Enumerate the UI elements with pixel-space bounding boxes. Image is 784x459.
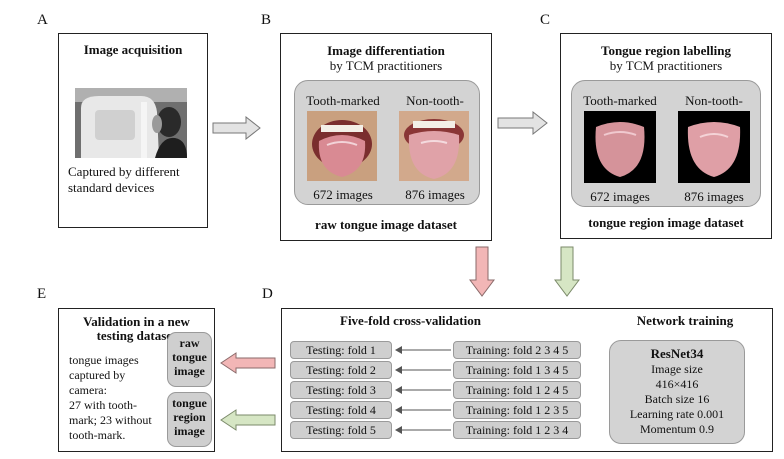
tongue-region-image-tag: tongue region image xyxy=(167,392,212,447)
fold-arrow-4 xyxy=(395,406,451,414)
training-folds-3: Training: fold 1 2 4 5 xyxy=(453,381,581,399)
tag1-line2: tongue xyxy=(172,350,207,364)
acquisition-device-photo xyxy=(75,88,187,158)
panel-e-title-line2: testing dataset xyxy=(96,328,177,343)
panel-a-caption-line1: Captured by different xyxy=(68,164,180,179)
panel-b-left-count: 672 images xyxy=(313,187,373,202)
panel-e-text-line-2: captured by xyxy=(69,368,126,382)
panel-e: Validation in a new testing dataset tong… xyxy=(58,308,215,452)
panel-e-text-line-6: tooth-mark. xyxy=(69,428,126,442)
panel-d: Five-fold cross-validation Network train… xyxy=(281,308,773,452)
fold-arrow-3 xyxy=(395,386,451,394)
panel-letter-a: A xyxy=(37,12,48,28)
panel-e-text-line-1: tongue images xyxy=(69,353,139,367)
panel-c-left-label: Tooth-marked xyxy=(583,93,657,108)
testing-fold-5: Testing: fold 5 xyxy=(290,421,392,439)
raw-tongue-image-tag: raw tongue image xyxy=(167,332,212,387)
panel-b-footer: raw tongue image dataset xyxy=(315,217,457,232)
network-name: ResNet34 xyxy=(650,346,704,361)
arrow-c-to-d xyxy=(554,246,580,297)
panel-c-title: Tongue region labelling xyxy=(600,43,732,58)
panel-letter-b: B xyxy=(261,12,272,28)
arrow-b-to-c xyxy=(497,111,548,135)
tag1-line1: raw xyxy=(179,336,200,350)
testing-fold-4: Testing: fold 4 xyxy=(290,401,392,419)
panel-e-title-line1: Validation in a new xyxy=(83,314,190,329)
tooth-marked-region-photo xyxy=(584,111,656,183)
network-momentum: Momentum 0.9 xyxy=(640,422,714,436)
network-image-size-value: 416×416 xyxy=(655,377,699,391)
fold-arrow-5 xyxy=(395,426,451,434)
panel-c-image-group: Tooth-marked Non-tooth-marked 672 images… xyxy=(571,80,761,207)
panel-b: Image differentiation by TCM practitione… xyxy=(280,33,492,241)
tooth-marked-raw-photo xyxy=(307,111,377,181)
panel-b-left-label: Tooth-marked xyxy=(306,93,380,108)
testing-fold-2: Testing: fold 2 xyxy=(290,361,392,379)
non-tooth-marked-raw-photo xyxy=(399,111,469,181)
panel-c-right-count: 876 images xyxy=(684,189,744,204)
training-folds-5: Training: fold 1 2 3 4 xyxy=(453,421,581,439)
network-config-box: ResNet34 Image size 416×416 Batch size 1… xyxy=(609,340,745,444)
network-learning-rate: Learning rate 0.001 xyxy=(629,407,725,421)
panel-c-subtitle: by TCM practitioners xyxy=(609,58,723,73)
arrow-b-to-d xyxy=(469,246,495,297)
network-training-title: Network training xyxy=(636,313,734,328)
tag2-line2: region xyxy=(173,410,206,424)
training-folds-4: Training: fold 1 2 3 5 xyxy=(453,401,581,419)
arrow-a-to-b xyxy=(212,116,261,140)
panel-letter-d: D xyxy=(262,286,273,302)
panel-letter-e: E xyxy=(37,286,47,302)
panel-a-title: Image acquisition xyxy=(83,42,183,57)
fold-arrow-1 xyxy=(395,346,451,354)
panel-e-text-line-5: mark; 23 without xyxy=(69,413,152,427)
panel-c-footer: tongue region image dataset xyxy=(588,215,744,230)
arrow-d-to-e-region xyxy=(220,409,276,431)
tag2-line1: tongue xyxy=(172,396,207,410)
tag2-line3: image xyxy=(174,424,205,438)
fold-arrow-2 xyxy=(395,366,451,374)
non-tooth-marked-region-photo xyxy=(678,111,750,183)
panel-a: Image acquisition Captured by different … xyxy=(58,33,208,228)
cv-title: Five-fold cross-validation xyxy=(340,313,481,328)
panel-c-left-count: 672 images xyxy=(590,189,650,204)
training-folds-1: Training: fold 2 3 4 5 xyxy=(453,341,581,359)
network-image-size-label: Image size xyxy=(651,362,703,376)
network-batch-size: Batch size 16 xyxy=(644,392,710,406)
panel-b-image-group: Tooth-marked Non-tooth-marked 672 images… xyxy=(294,80,480,205)
panel-b-subtitle: by TCM practitioners xyxy=(329,58,443,73)
panel-a-caption-line2: standard devices xyxy=(68,180,155,195)
panel-letter-c: C xyxy=(540,12,551,28)
training-folds-2: Training: fold 1 3 4 5 xyxy=(453,361,581,379)
tag1-line3: image xyxy=(174,364,205,378)
panel-c: Tongue region labelling by TCM practitio… xyxy=(560,33,772,239)
testing-fold-1: Testing: fold 1 xyxy=(290,341,392,359)
testing-fold-3: Testing: fold 3 xyxy=(290,381,392,399)
panel-b-title: Image differentiation xyxy=(327,43,445,58)
arrow-d-to-e-raw xyxy=(220,352,276,374)
panel-e-text-line-3: camera: xyxy=(69,383,107,397)
panel-b-right-count: 876 images xyxy=(405,187,465,202)
panel-e-text-line-4: 27 with tooth- xyxy=(69,398,137,412)
